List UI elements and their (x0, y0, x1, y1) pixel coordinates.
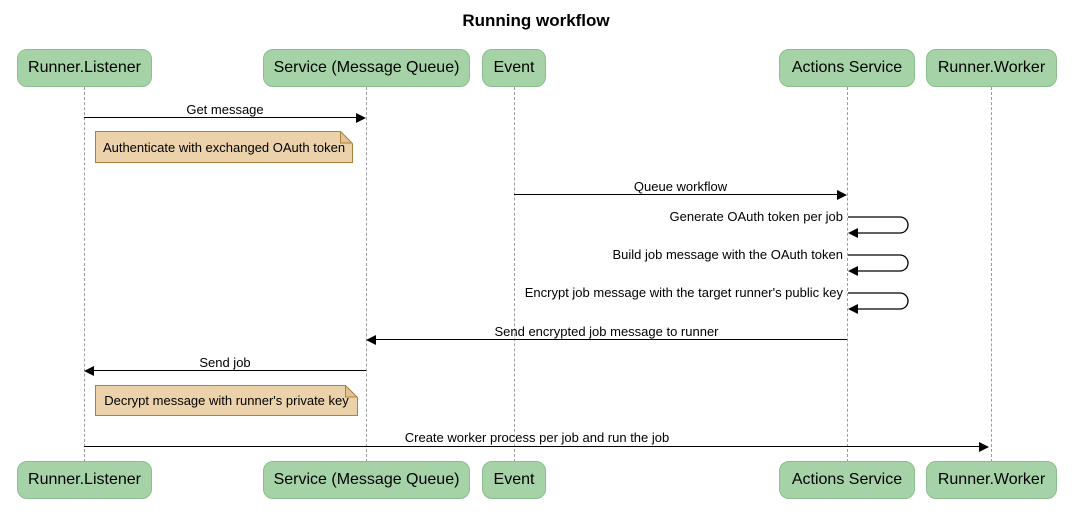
lifeline-runner-worker (991, 87, 992, 462)
message-label: Encrypt job message with the target runn… (524, 285, 843, 300)
arrowhead-right-icon (979, 442, 989, 452)
message-arrow-line (514, 194, 838, 195)
participant-actions-service-bottom: Actions Service (779, 461, 915, 499)
note-fold-icon (345, 385, 358, 398)
arrowhead-right-icon (356, 113, 366, 123)
message-arrow-line (84, 117, 357, 118)
arrowhead-left-icon (84, 366, 94, 376)
participant-runner-worker-top: Runner.Worker (926, 49, 1057, 87)
message-arrow-line (375, 339, 847, 340)
participant-service-message-queue-top: Service (Message Queue) (263, 49, 470, 87)
self-loop-arrow (848, 292, 909, 314)
note-fold-icon (340, 131, 353, 144)
arrowhead-left-icon (366, 335, 376, 345)
participant-label: Runner.Worker (937, 59, 1046, 76)
message-label: Generate OAuth token per job (669, 209, 843, 224)
self-loop-arrow (848, 216, 909, 238)
participant-runner-listener-bottom: Runner.Listener (17, 461, 152, 499)
note: Authenticate with exchanged OAuth token (95, 131, 353, 163)
participant-event-bottom: Event (482, 461, 546, 499)
note-label: Authenticate with exchanged OAuth token (102, 139, 346, 155)
message-label: Build job message with the OAuth token (612, 247, 843, 262)
participant-label: Service (Message Queue) (273, 59, 460, 76)
participant-label: Actions Service (791, 59, 903, 76)
participant-label: Runner.Worker (937, 471, 1046, 488)
message-label: Send encrypted job message to runner (494, 324, 719, 339)
lifeline-service-message-queue (366, 87, 367, 462)
lifeline-actions-service (847, 87, 848, 462)
note: Decrypt message with runner's private ke… (95, 385, 358, 416)
message-arrow-line (93, 370, 366, 371)
participant-actions-service-top: Actions Service (779, 49, 915, 87)
participant-runner-worker-bottom: Runner.Worker (926, 461, 1057, 499)
participant-runner-listener-top: Runner.Listener (17, 49, 152, 87)
message-label: Queue workflow (633, 179, 728, 194)
participant-label: Runner.Listener (28, 59, 141, 76)
lifeline-runner-listener (84, 87, 85, 462)
participant-label: Service (Message Queue) (273, 471, 460, 488)
participant-label: Event (493, 471, 535, 488)
message-label: Send job (199, 355, 251, 370)
message-arrow-line (84, 446, 980, 447)
note-label: Decrypt message with runner's private ke… (104, 393, 349, 408)
self-loop-arrow (848, 254, 909, 276)
message-label: Create worker process per job and run th… (404, 430, 670, 445)
participant-service-message-queue-bottom: Service (Message Queue) (263, 461, 470, 499)
participant-label: Event (493, 59, 535, 76)
message-label: Get message (186, 102, 264, 117)
arrowhead-right-icon (837, 190, 847, 200)
participant-label: Runner.Listener (28, 471, 141, 488)
lifeline-event (514, 87, 515, 462)
diagram-title: Running workflow (462, 11, 610, 30)
participant-event-top: Event (482, 49, 546, 87)
participant-label: Actions Service (791, 471, 903, 488)
